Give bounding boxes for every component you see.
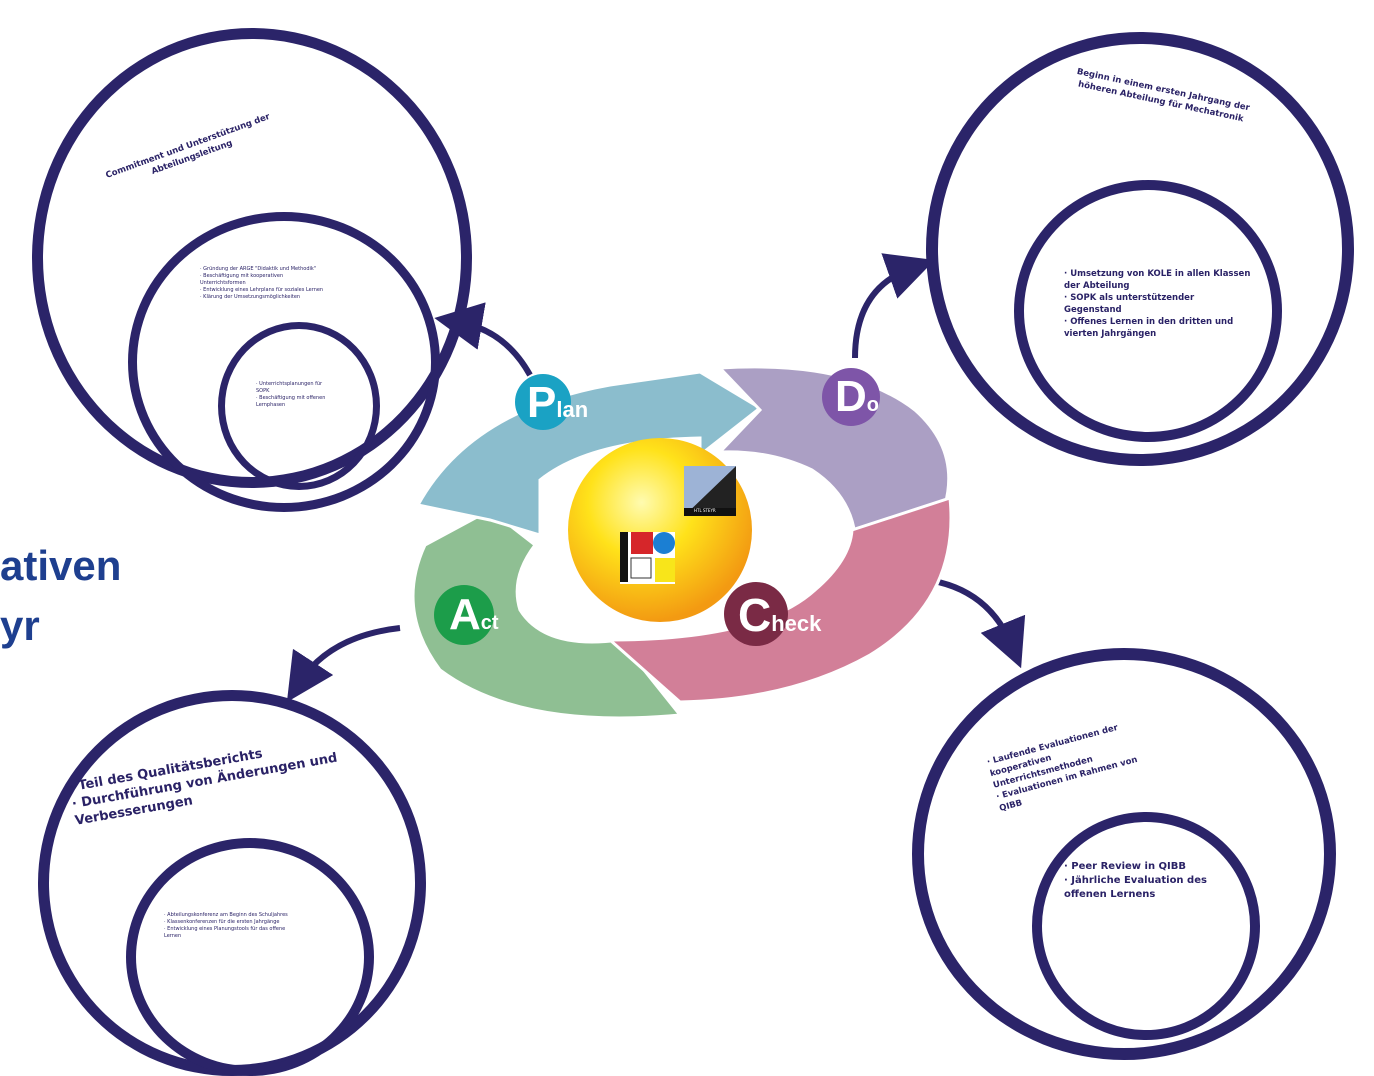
do-inner-circle[interactable] — [1014, 180, 1282, 442]
plan-connector-arrow — [434, 302, 533, 377]
do-badge-circle[interactable] — [822, 368, 880, 426]
act-badge-letter: A — [449, 590, 481, 639]
check-segment — [606, 495, 953, 704]
plan-badge-rest: lan — [556, 397, 589, 422]
act-inner-text: · Abteilungskonferenz am Beginn des Schu… — [164, 912, 288, 939]
plan-middle-text: · Gründung der ARGE "Didaktik und Method… — [200, 266, 324, 300]
center-sphere — [568, 438, 752, 622]
do-badge-letter: D — [835, 372, 867, 421]
act-badge-label: Act — [449, 590, 499, 640]
plan-inner-circle[interactable] — [218, 322, 380, 490]
htl-logo — [684, 466, 736, 516]
plan-inner-text: · Unterrichtsplanungen für SOPK · Beschä… — [256, 381, 326, 408]
act-connector-arrow — [286, 625, 401, 703]
htl-logo-caption: HTL STEYR — [694, 508, 716, 513]
check-badge-label: Check — [738, 588, 821, 642]
act-badge-rest: ct — [480, 612, 499, 634]
do-connector-arrow — [852, 253, 935, 359]
act-segment — [411, 508, 683, 720]
do-inner-text: · Umsetzung von KOLE in allen Klassen de… — [1064, 269, 1251, 339]
background-text-fragment-2: yr — [0, 602, 40, 649]
check-badge-rest: heck — [771, 611, 822, 636]
kole-logo — [620, 532, 675, 584]
plan-badge-label: Plan — [527, 378, 588, 428]
plan-middle-circle[interactable] — [128, 212, 440, 512]
check-badge-letter: C — [738, 589, 772, 641]
act-badge-circle[interactable] — [434, 585, 494, 645]
plan-badge-letter: P — [527, 378, 557, 427]
check-inner-text: · Peer Review in QIBB · Jährliche Evalua… — [1064, 861, 1207, 900]
background-text-fragment-1: ativen — [0, 542, 122, 589]
do-badge-rest: o — [866, 394, 879, 416]
check-badge-circle[interactable] — [724, 582, 788, 646]
do-badge-label: Do — [835, 372, 879, 422]
plan-badge-circle[interactable] — [515, 374, 571, 430]
check-inner-circle[interactable] — [1032, 812, 1260, 1040]
plan-segment — [415, 370, 763, 538]
